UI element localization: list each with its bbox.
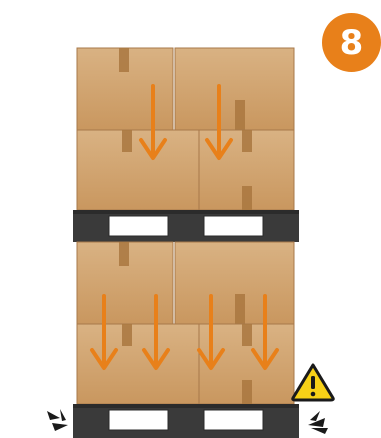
warning-triangle-icon <box>293 365 334 400</box>
step-number-badge: 8 <box>322 13 381 72</box>
stress-crack-marks-icon <box>308 411 328 434</box>
lower-top-box-right <box>175 242 294 324</box>
lower-load <box>77 242 294 404</box>
step-number: 8 <box>340 23 364 63</box>
upper-load <box>77 48 294 210</box>
lower-top-box-left <box>77 242 173 324</box>
lower-bottom-box-left <box>77 324 199 404</box>
upper-top-box-right <box>175 48 294 130</box>
lower-pallet <box>73 404 299 438</box>
upper-bottom-box-left <box>77 130 199 210</box>
upper-top-box-left <box>77 48 173 130</box>
upper-pallet <box>73 210 299 242</box>
upper-bottom-box-right <box>199 130 294 210</box>
stress-crack-marks-icon <box>47 409 68 431</box>
